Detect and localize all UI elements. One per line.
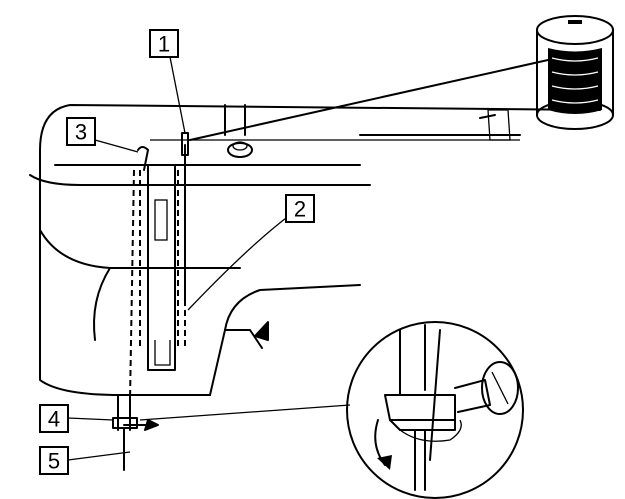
leader-line-5 xyxy=(67,451,131,461)
callout-2: 2 xyxy=(285,194,315,223)
leader-line-3 xyxy=(94,139,139,153)
leader-line-4 xyxy=(67,417,114,421)
callout-1-label: 1 xyxy=(158,32,170,57)
thread-spool xyxy=(536,15,614,130)
callout-5-label: 5 xyxy=(48,449,60,474)
callout-4-label: 4 xyxy=(48,407,60,432)
thread-path xyxy=(123,59,549,431)
arrow-up-icon xyxy=(224,329,263,349)
callout-4: 4 xyxy=(39,404,69,433)
curved-arrow-icon xyxy=(377,455,392,470)
machine-head xyxy=(29,104,601,471)
leader-lines xyxy=(67,56,291,461)
leader-line-1 xyxy=(169,56,186,134)
callout-3-label: 3 xyxy=(75,120,87,145)
callout-2-label: 2 xyxy=(294,197,306,222)
leader-line-2 xyxy=(187,214,291,311)
callout-3: 3 xyxy=(66,117,96,146)
callout-1: 1 xyxy=(149,29,179,58)
needle-detail-inset xyxy=(139,321,524,499)
callout-5: 5 xyxy=(39,446,69,475)
